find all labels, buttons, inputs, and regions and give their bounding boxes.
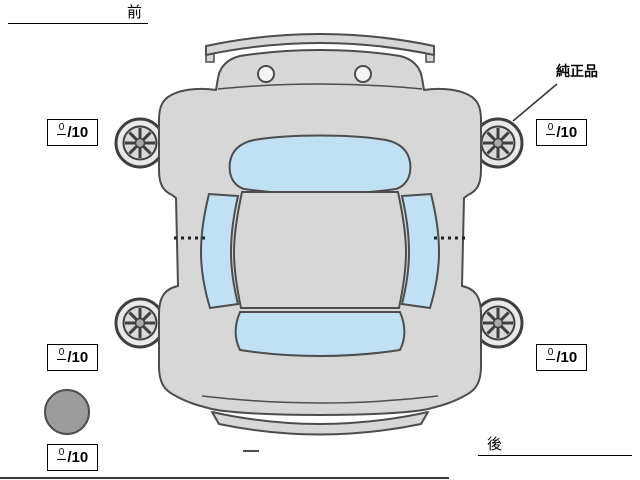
wheel-front-left-icon	[114, 117, 166, 169]
left-side-window-glass	[199, 192, 240, 310]
bottom-edge-line	[0, 477, 449, 479]
tread-score-rear-right: 0 /10	[536, 344, 587, 371]
front-direction-label: 前	[8, 3, 148, 24]
hood-right-circle	[354, 65, 372, 83]
hood-seam-line	[217, 83, 423, 90]
front-direction-text: 前	[126, 4, 142, 21]
right-side-window-glass	[400, 192, 441, 310]
rear-direction-label: 後	[478, 435, 632, 456]
genuine-part-label: 純正品	[556, 63, 598, 80]
score-value: 0	[56, 347, 67, 360]
genuine-part-pointer-line	[512, 83, 558, 122]
tread-score-front-right: 0 /10	[536, 119, 587, 146]
tread-score-front-left: 0 /10	[47, 119, 98, 146]
roof-panel	[232, 191, 408, 309]
score-value: 0	[56, 447, 67, 460]
score-value: 0	[545, 347, 556, 360]
score-denominator: /10	[67, 449, 89, 466]
front-spoiler	[205, 33, 435, 56]
rear-window-glass	[234, 311, 406, 357]
score-value: 0	[56, 122, 67, 135]
score-denominator: /10	[556, 349, 578, 366]
hood-left-circle	[257, 65, 275, 83]
score-denominator: /10	[67, 349, 89, 366]
score-denominator: /10	[67, 124, 89, 141]
trunk-seam-line	[201, 395, 439, 404]
tread-score-spare: 0 /10	[47, 444, 98, 471]
score-denominator: /10	[556, 124, 578, 141]
rear-bumper	[211, 411, 429, 436]
rear-direction-text: 後	[487, 436, 503, 453]
score-value: 0	[545, 122, 556, 135]
genuine-part-text: 純正品	[556, 63, 598, 79]
wheel-rear-left-icon	[114, 297, 166, 349]
spare-tire-icon	[44, 389, 90, 435]
tread-score-rear-left: 0 /10	[47, 344, 98, 371]
windshield-glass	[228, 134, 412, 196]
